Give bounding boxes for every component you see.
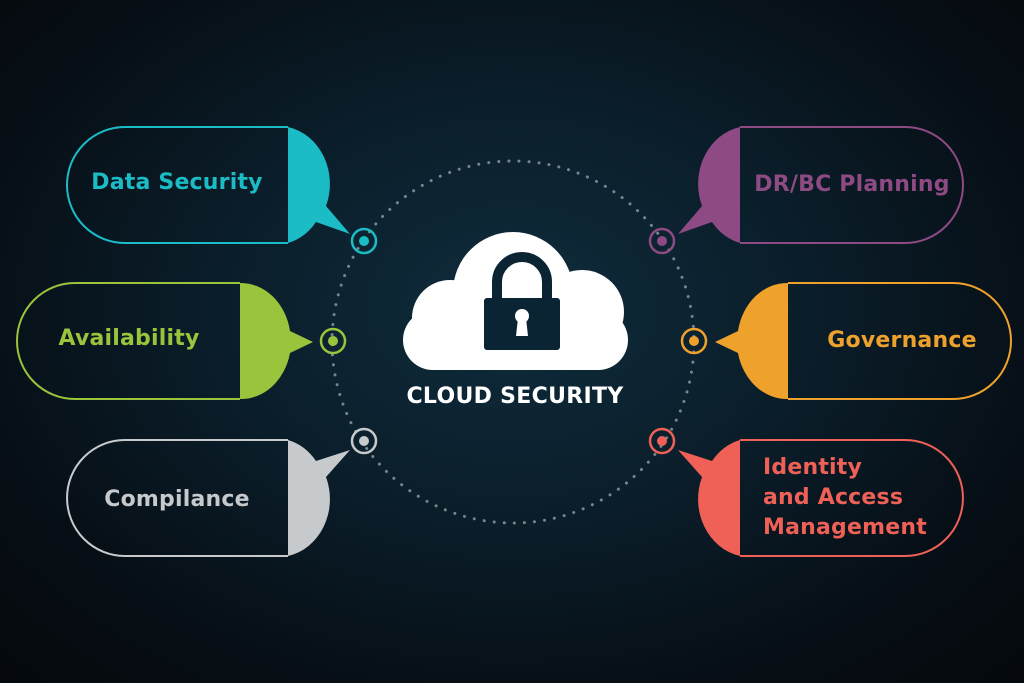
connector-dot-availability [319, 327, 347, 355]
pill-outline-identity [740, 439, 964, 557]
pillar-governance [680, 282, 1012, 400]
pillar-identity-access-management [648, 427, 964, 557]
pill-outline-dr-bc-planning [740, 126, 964, 244]
label-data-security: Data Security [91, 170, 263, 195]
padlock-icon [484, 252, 560, 350]
bubble-identity [678, 440, 740, 556]
pillar-data-security [66, 126, 378, 255]
bubble-availability [240, 282, 313, 400]
label-availability: Availability [58, 326, 200, 351]
pill-outline-compliance [66, 439, 288, 557]
bubble-compliance [288, 440, 350, 556]
cloud-lock-icon [403, 232, 628, 370]
connector-dot-data-security [350, 227, 378, 255]
connector-dot-core-governance [689, 336, 699, 346]
label-dr-bc-planning: DR/BC Planning [754, 172, 950, 197]
connector-dot-core-compliance [359, 436, 369, 446]
bubble-dr-bc-planning [678, 127, 740, 243]
pillar-dr-bc-planning [648, 126, 964, 255]
pill-outline-governance [788, 282, 1012, 400]
connector-dot-compliance [350, 427, 378, 455]
connector-dot-core-availability [328, 336, 338, 346]
label-identity-line-1: Identity [763, 455, 863, 480]
center-title: CLOUD SECURITY [406, 384, 624, 409]
connector-dot-governance [680, 327, 708, 355]
connector-dot-core-identity [657, 436, 667, 446]
pill-outline-availability [16, 282, 240, 400]
connector-dot-core-dr-bc-planning [657, 236, 667, 246]
connector-dot-identity [648, 427, 676, 455]
label-governance: Governance [827, 328, 977, 353]
label-identity-line-3: Management [763, 515, 927, 540]
pillar-availability [16, 282, 347, 400]
pill-outline-data-security [66, 126, 288, 244]
label-compliance: Compilance [104, 487, 250, 512]
bubble-governance [715, 282, 788, 400]
connector-dot-dr-bc-planning [648, 227, 676, 255]
label-identity-line-2: and Access [763, 485, 904, 510]
bubble-data-security [288, 127, 350, 243]
connector-dot-core-data-security [359, 236, 369, 246]
pillar-compliance [66, 427, 378, 557]
label-identity-access-management: Identity and Access Management [763, 453, 973, 543]
